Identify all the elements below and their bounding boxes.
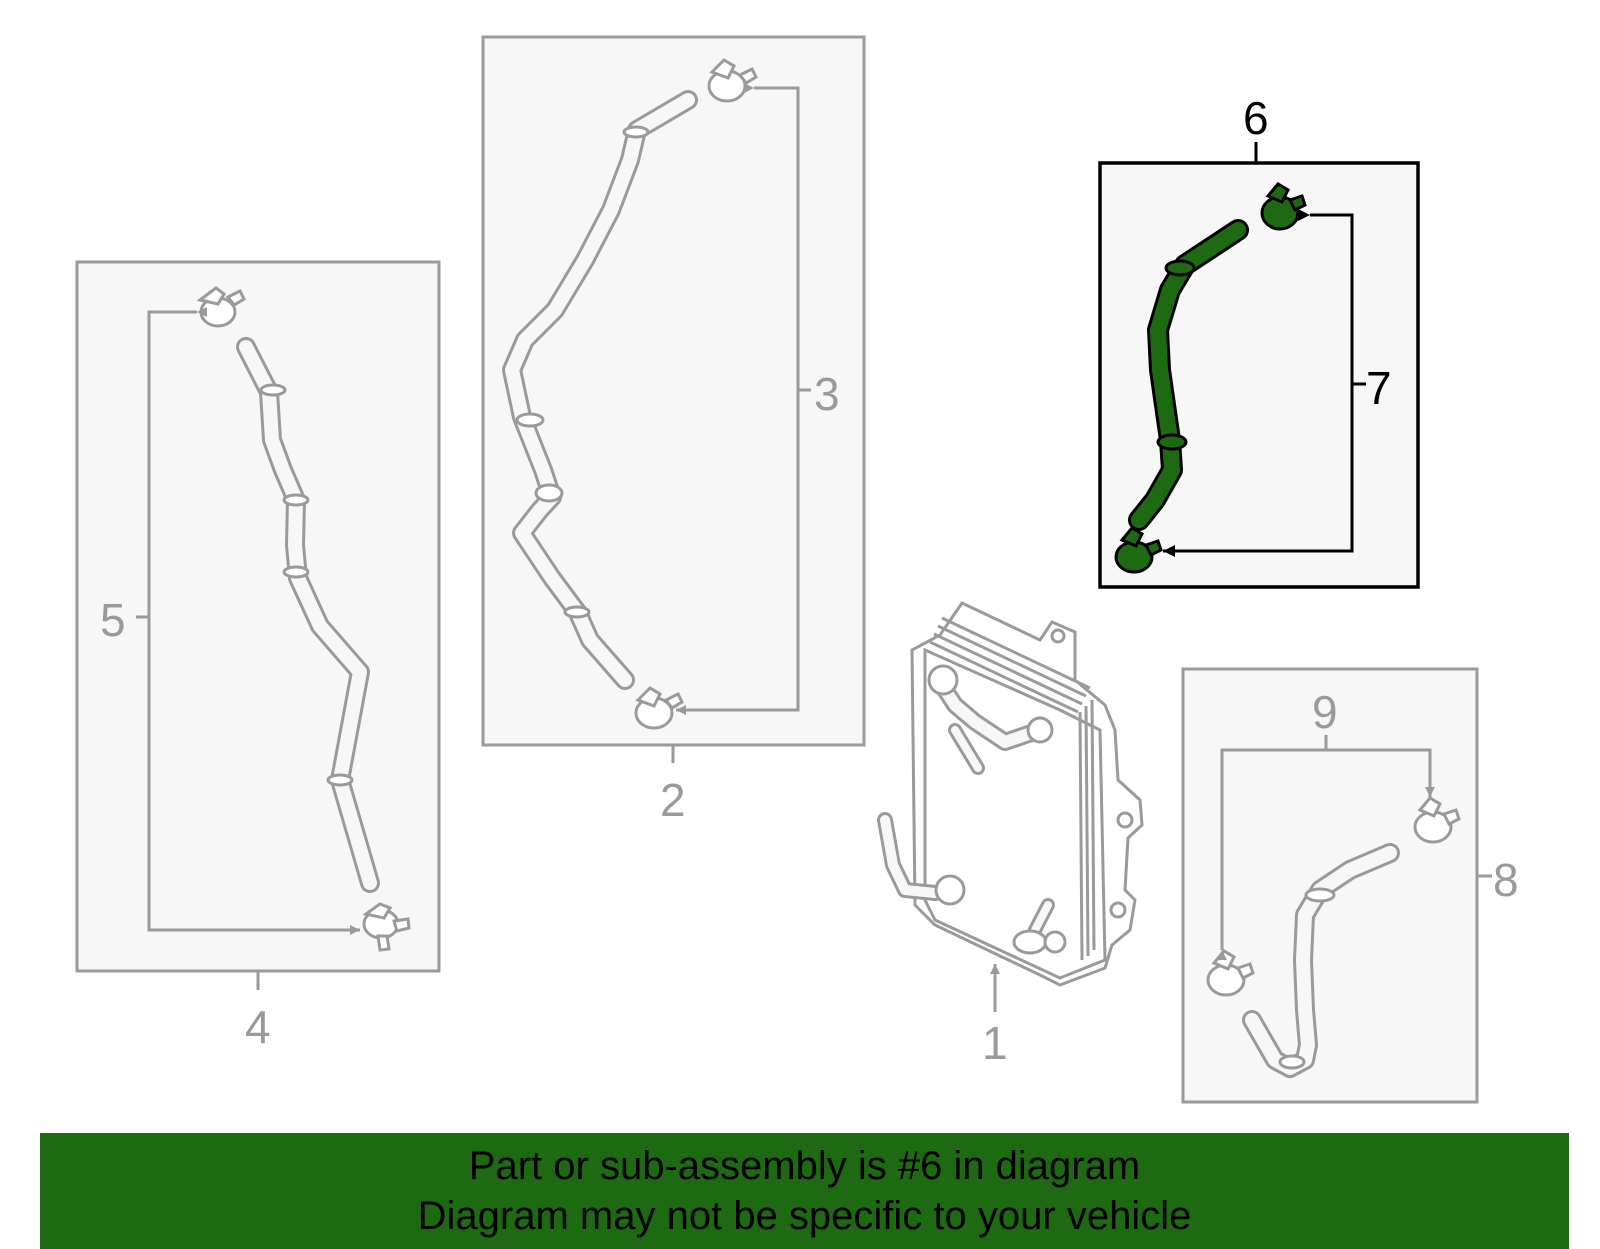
leader-5 (147, 307, 360, 935)
callout-1[interactable]: 1 (982, 1017, 1008, 1069)
callout-4[interactable]: 4 (245, 1001, 271, 1053)
banner-line-2: Diagram may not be specific to your vehi… (417, 1194, 1192, 1238)
assembly-2[interactable]: 3 2 (481, 35, 866, 826)
callout-6[interactable]: 6 (1243, 92, 1269, 144)
notice-banner: Part or sub-assembly is #6 in diagram Di… (40, 1133, 1569, 1249)
hose-2[interactable] (502, 90, 698, 690)
callout-2[interactable]: 2 (660, 774, 686, 826)
banner-line-1: Part or sub-assembly is #6 in diagram (468, 1144, 1141, 1188)
hose-clamp-icon (362, 902, 411, 952)
callout-7[interactable]: 7 (1366, 362, 1392, 414)
callout-8[interactable]: 8 (1493, 854, 1519, 906)
assembly-8[interactable]: 9 8 (1181, 667, 1519, 1104)
callout-5[interactable]: 5 (100, 594, 126, 646)
callout-3[interactable]: 3 (814, 368, 840, 420)
assembly-6[interactable]: 7 6 (1098, 92, 1420, 589)
part-1-oil-cooler[interactable]: 1 (877, 601, 1144, 1069)
leader-3 (676, 83, 800, 715)
assembly-4[interactable]: 5 4 (75, 260, 441, 1053)
hose-clamp-icon (634, 686, 684, 730)
hose-clamp-icon (1114, 526, 1163, 574)
callout-9[interactable]: 9 (1312, 686, 1338, 738)
